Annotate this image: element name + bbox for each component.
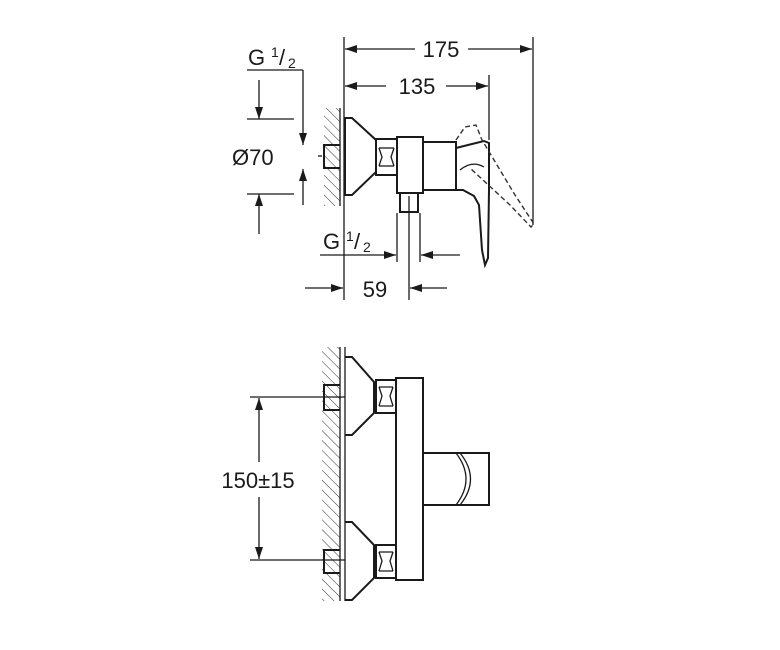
valve-cartridge <box>422 141 457 191</box>
nut <box>375 138 398 176</box>
escutcheon <box>344 117 377 196</box>
inlet-pipe-bottom <box>323 549 340 574</box>
dimension-inlet-spacing: 150±15 <box>221 396 345 561</box>
svg-text:/: / <box>279 45 286 70</box>
diameter-label: Ø70 <box>232 145 274 170</box>
lever-open-position <box>455 124 535 229</box>
dimension-label-135: 135 <box>399 74 436 99</box>
inlet-pipe <box>323 144 340 169</box>
dimension-135: 135 <box>345 74 488 99</box>
dimension-escutcheon-diameter: Ø70 <box>232 80 294 234</box>
escutcheon-top <box>345 356 375 436</box>
valve-body <box>396 136 424 194</box>
dimension-label-59: 59 <box>363 277 387 302</box>
thread-label-denominator: 2 <box>288 55 296 71</box>
outlet-thread-denominator: 2 <box>363 239 371 255</box>
nut-bottom <box>375 544 397 579</box>
dimension-label-175: 175 <box>423 37 460 62</box>
lever-handle <box>455 139 490 269</box>
dimension-outlet-thread: G 1 / 2 <box>320 213 460 262</box>
front-view: 150±15 <box>221 347 490 601</box>
valve-body <box>395 377 424 581</box>
outlet-thread-numerator: 1 <box>346 228 354 244</box>
dimension-59: 59 <box>305 277 447 302</box>
nut-top <box>375 379 397 414</box>
escutcheon-bottom <box>345 521 375 601</box>
outlet-thread-prefix: G <box>323 229 340 254</box>
wall-hatch <box>324 108 340 206</box>
lever-handle <box>423 452 490 506</box>
spacing-label: 150±15 <box>221 468 294 493</box>
side-view: 175 135 G 1 / 2 Ø70 <box>232 37 535 302</box>
svg-text:/: / <box>354 229 361 254</box>
dimension-175: 175 <box>345 37 532 62</box>
dimension-inlet-thread: G 1 / 2 <box>247 44 307 205</box>
thread-label-numerator: 1 <box>271 44 279 60</box>
thread-label-prefix: G <box>248 45 265 70</box>
